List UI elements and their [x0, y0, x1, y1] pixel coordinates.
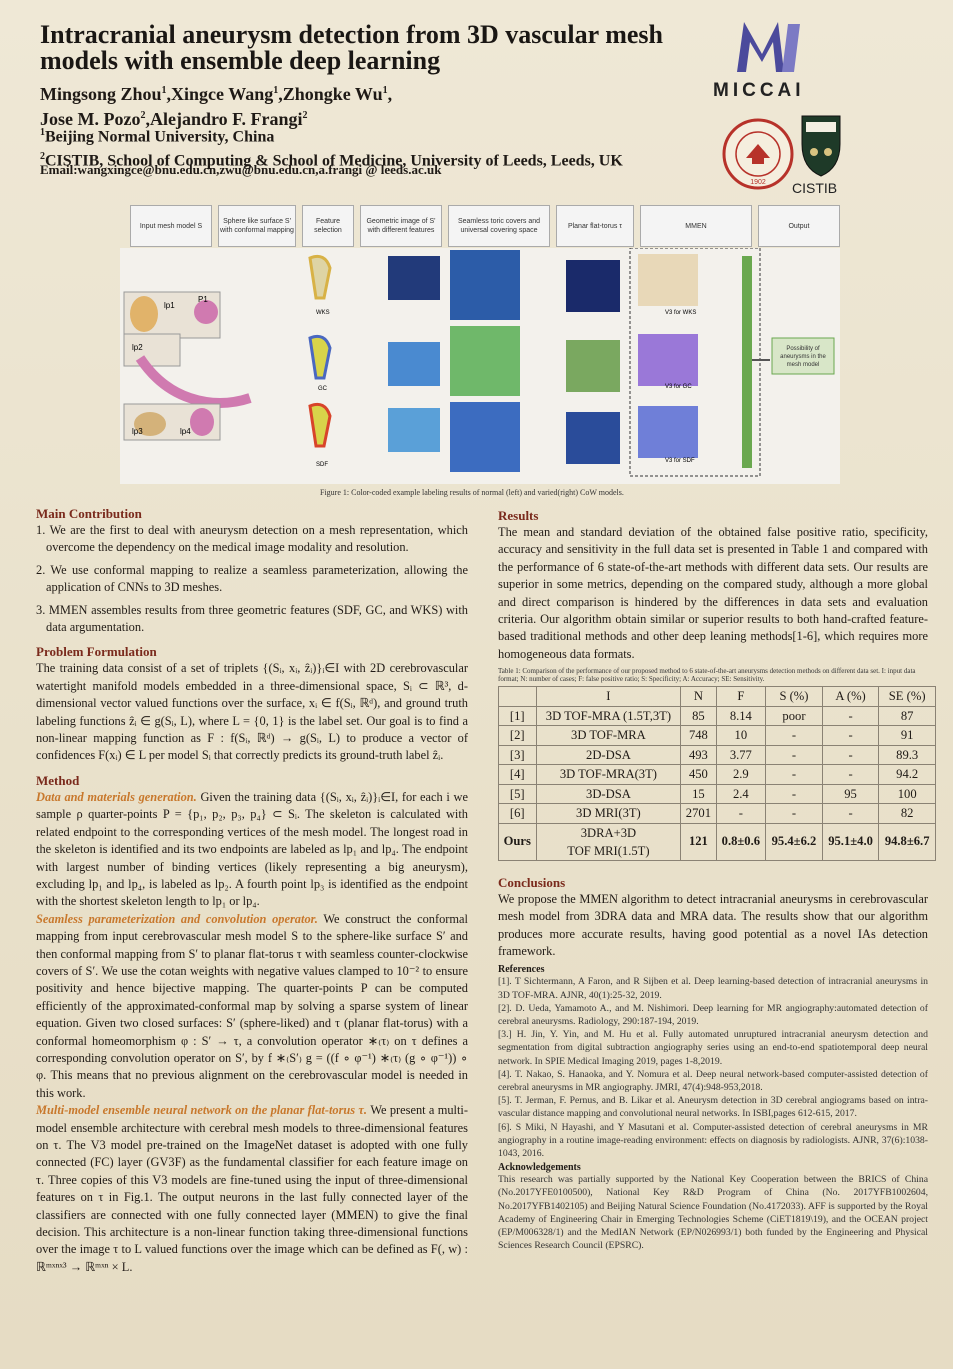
point-p1: P1 [198, 295, 208, 304]
step-geometric: Geometric image of S' with different fea… [360, 205, 442, 247]
point-lp3: lp3 [132, 427, 143, 436]
reference-item: [3.] H. Jin, Y. Yin, and M. Hu et al. Fu… [498, 1029, 928, 1067]
vessel-mesh [135, 355, 252, 408]
gc-flat-torus [566, 340, 620, 392]
svg-text:1902: 1902 [750, 179, 766, 186]
method-sub-1: Data and materials generation. [36, 789, 197, 804]
results-table: I N F S (%) A (%) SE (%) [1]3D TOF-MRA (… [498, 686, 936, 861]
v3-sdf-block [638, 406, 698, 458]
contribution-3: 3. MMEN assembles results from three geo… [36, 602, 468, 635]
authors: Mingsong Zhou1,Xingce Wang1,Zhongke Wu1,… [40, 84, 393, 129]
main-contribution-heading: Main Contribution [36, 506, 142, 521]
contribution-1: 1. We are the first to deal with aneurys… [36, 523, 468, 555]
step-flat-torus: Planar flat-torus τ [556, 205, 634, 247]
v3-gc-block [638, 334, 698, 386]
reference-item: [5]. T. Jerman, F. Pernus, and B. Likar … [498, 1095, 928, 1120]
point-lp4: lp4 [180, 427, 191, 436]
reference-item: [2]. D. Ueda, Yamamoto A., and M. Nishim… [498, 1002, 928, 1027]
figure-caption: Figure 1: Color-coded example labeling r… [320, 488, 624, 497]
reference-item: [1]. T Sichtermann, A Faron, and R Sijbe… [498, 976, 928, 1001]
gc-image [388, 342, 440, 386]
reference-item: [4]. T. Nakao, S. Hanaoka, and Y. Nomura… [498, 1068, 928, 1093]
sdf-flat-torus [566, 412, 620, 464]
pipeline-figure: V3 for WKS V3 for GC V3 for SDF WKS GC S… [120, 248, 840, 484]
method-para-3: Multi-model ensemble neural network on t… [36, 1103, 468, 1274]
gc-toric [450, 326, 520, 396]
acknowledgements-heading: Acknowledgements [498, 1162, 581, 1174]
step-mmen: MMEN [640, 205, 752, 247]
conclusions-text: We propose the MMEN algorithm to detect … [498, 891, 928, 958]
method-sub-3: Multi-model ensemble neural network on t… [36, 1103, 368, 1118]
table-header-row: I N F S (%) A (%) SE (%) [498, 686, 936, 707]
email-line: Email:wangxingce@bnu.edu.cn,zwu@bnu.edu.… [40, 162, 442, 177]
sdf-sphere [308, 402, 332, 448]
bnu-seal-icon: 1902 [722, 118, 794, 190]
right-column: Results The mean and standard deviation … [498, 508, 936, 1252]
method-heading: Method [36, 772, 80, 788]
problem-text: The training data consist of a set of tr… [36, 661, 468, 763]
input-mesh-2 [123, 333, 181, 367]
v3-wks-label: V3 for WKS [665, 310, 696, 316]
point-lp1: lp1 [164, 301, 175, 310]
output-box [771, 337, 835, 375]
method-para-1: Data and materials generation. Given the… [36, 789, 468, 909]
sdf-toric [450, 402, 520, 472]
reference-item: [6]. S Miki, N Hayashi, and Y Masutani e… [498, 1121, 928, 1160]
references-list: [1]. T Sichtermann, A Faron, and R Sijbe… [498, 975, 928, 1160]
results-heading: Results [498, 508, 539, 523]
gc-sphere [308, 334, 332, 380]
step-input: Input mesh model S [130, 205, 212, 247]
contribution-2: 2. We use conformal mapping to realize a… [36, 562, 468, 595]
method-para-2: Seamless parameterization and convolutio… [36, 911, 468, 1100]
wks-toric [450, 250, 520, 320]
wks-image [388, 256, 440, 300]
figure-step-bar: Input mesh model S Sphere like surface S… [130, 205, 840, 247]
step-sphere: Sphere like surface S' with conformal ma… [218, 205, 296, 247]
point-lp2: lp2 [132, 343, 143, 352]
method-sub-2: Seamless parameterization and convolutio… [36, 911, 318, 926]
cistib-text: CISTIB [792, 180, 838, 196]
wks-flat-torus [566, 260, 620, 312]
step-toric: Seamless toric covers and universal cove… [448, 205, 550, 247]
wks-sphere [308, 254, 332, 300]
feature-gc-label: GC [318, 386, 328, 392]
feature-sdf-label: SDF [316, 462, 328, 468]
aneurysm-mesh-2 [194, 300, 218, 324]
affiliations: 1Beijing Normal University, China 2CISTI… [40, 127, 623, 170]
table-caption: Table 1: Comparison of the performance o… [498, 667, 916, 684]
aneurysm-mesh-1 [130, 296, 158, 332]
v3-gc-label: V3 for GC [665, 384, 692, 390]
conclusions-heading: Conclusions [498, 874, 566, 890]
references-heading: References [498, 964, 545, 976]
step-output: Output [758, 205, 840, 247]
poster-title: Intracranial aneurysm detection from 3D … [40, 20, 663, 75]
left-column: Main Contribution 1. We are the first to… [36, 506, 468, 1276]
v3-wks-block [638, 254, 698, 306]
output-label: Possibility of aneurysms in the mesh mod… [780, 346, 826, 368]
miccai-text: MICCAI [713, 80, 805, 101]
problem-heading: Problem Formulation [36, 644, 157, 660]
cistib-crest-icon [801, 115, 841, 177]
acknowledgements-text: This research was partially supported by… [498, 1174, 928, 1252]
miccai-logo-icon [737, 22, 800, 72]
feature-wks-label: WKS [316, 310, 330, 316]
table-row: [6]3D MRI(3T)2701---82 [498, 803, 936, 824]
sdf-image [388, 408, 440, 452]
mmen-fc-layer [742, 256, 752, 468]
step-feature: Feature selection [302, 205, 354, 247]
v3-sdf-label: V3 for SDF [665, 458, 695, 464]
results-text: The mean and standard deviation of the o… [498, 525, 928, 661]
